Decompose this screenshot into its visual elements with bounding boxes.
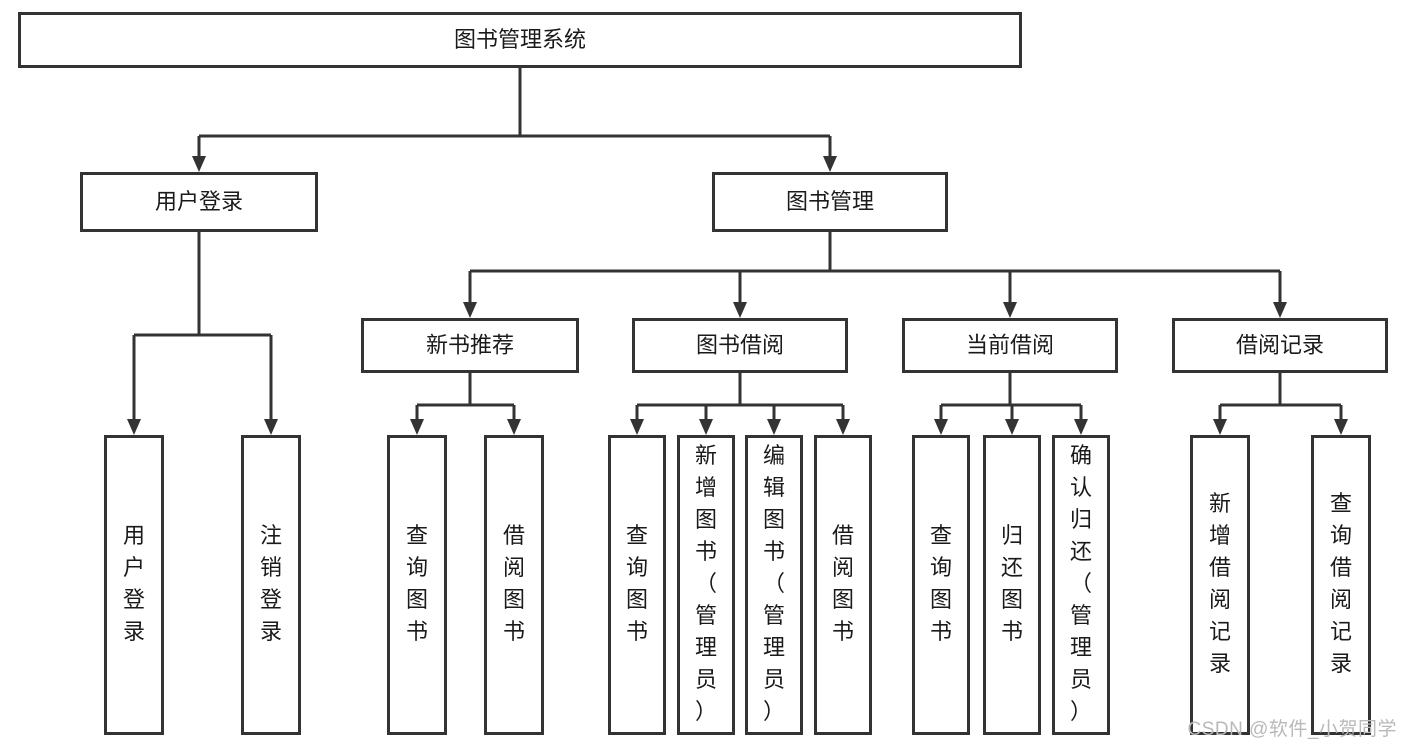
node-leaf-borrow-add[interactable]: 新增图书（管理员） xyxy=(677,435,735,735)
node-box-leaf-rec-query xyxy=(387,435,447,735)
node-leaf-cur-return[interactable]: 归还图书 xyxy=(983,435,1041,735)
node-leaf-borrow-query[interactable]: 查询图书 xyxy=(608,435,666,735)
node-current-borrow[interactable]: 当前借阅 xyxy=(902,318,1118,373)
node-box-leaf-rec-borrow xyxy=(484,435,544,735)
node-box-current-borrow xyxy=(902,318,1118,373)
node-borrow-record[interactable]: 借阅记录 xyxy=(1172,318,1388,373)
connector-group-current_borrow xyxy=(934,373,1088,435)
node-label-user-login: 用户登录 xyxy=(155,189,243,214)
node-label-leaf-cur-confirm: 确认归还（管理员） xyxy=(1070,443,1092,724)
node-label-new-book-rec: 新书推荐 xyxy=(426,332,514,357)
node-label-leaf-cur-return: 归还图书 xyxy=(1001,523,1023,644)
watermark-label: CSDN @软件_小贺同学 xyxy=(1187,719,1397,740)
connector-group-borrow_record xyxy=(1213,373,1348,435)
connector-layer xyxy=(127,68,1348,435)
connector-group-book_borrow xyxy=(630,373,850,435)
node-label-current-borrow: 当前借阅 xyxy=(966,332,1054,357)
node-new-book-rec[interactable]: 新书推荐 xyxy=(361,318,579,373)
node-label-borrow-record: 借阅记录 xyxy=(1236,332,1324,357)
node-user-login[interactable]: 用户登录 xyxy=(80,172,318,232)
node-label-book-manage: 图书管理 xyxy=(786,189,874,214)
node-leaf-cur-query[interactable]: 查询图书 xyxy=(912,435,970,735)
node-label-leaf-rec-query2: 查询借阅记录 xyxy=(1330,491,1352,676)
node-label-leaf-user-login: 用户登录 xyxy=(123,523,145,644)
node-box-leaf-borrow-add xyxy=(677,435,735,735)
node-box-root xyxy=(18,12,1022,68)
node-layer: 图书管理系统用户登录图书管理新书推荐图书借阅当前借阅借阅记录用户登录注销登录查询… xyxy=(18,12,1388,735)
node-root[interactable]: 图书管理系统 xyxy=(18,12,1022,68)
node-label-root: 图书管理系统 xyxy=(454,27,586,52)
connector-group-new_book_rec xyxy=(410,373,521,435)
node-leaf-borrow-edit[interactable]: 编辑图书（管理员） xyxy=(745,435,803,735)
node-label-leaf-borrow-edit: 编辑图书（管理员） xyxy=(763,443,785,724)
node-leaf-cur-confirm[interactable]: 确认归还（管理员） xyxy=(1052,435,1110,735)
node-leaf-borrow-do[interactable]: 借阅图书 xyxy=(814,435,872,735)
node-box-new-book-rec xyxy=(361,318,579,373)
node-box-book-manage xyxy=(712,172,948,232)
node-label-leaf-rec-add: 新增借阅记录 xyxy=(1209,491,1231,676)
node-leaf-rec-query2[interactable]: 查询借阅记录 xyxy=(1311,435,1371,735)
node-box-leaf-cur-confirm xyxy=(1052,435,1110,735)
node-box-leaf-rec-query2 xyxy=(1311,435,1371,735)
node-book-borrow[interactable]: 图书借阅 xyxy=(632,318,848,373)
node-leaf-rec-add[interactable]: 新增借阅记录 xyxy=(1190,435,1250,735)
node-label-leaf-rec-borrow: 借阅图书 xyxy=(503,523,525,644)
node-label-leaf-borrow-add: 新增图书（管理员） xyxy=(695,443,717,724)
node-box-leaf-user-login xyxy=(104,435,164,735)
node-leaf-user-logout[interactable]: 注销登录 xyxy=(241,435,301,735)
node-label-book-borrow: 图书借阅 xyxy=(696,332,784,357)
node-box-leaf-borrow-edit xyxy=(745,435,803,735)
node-label-leaf-borrow-do: 借阅图书 xyxy=(832,523,854,644)
connector-group-book_manage xyxy=(463,232,1287,318)
node-box-borrow-record xyxy=(1172,318,1388,373)
node-label-leaf-borrow-query: 查询图书 xyxy=(626,523,648,644)
node-label-leaf-rec-query: 查询图书 xyxy=(406,523,428,644)
node-leaf-rec-query[interactable]: 查询图书 xyxy=(387,435,447,735)
node-box-leaf-cur-return xyxy=(983,435,1041,735)
node-label-leaf-user-logout: 注销登录 xyxy=(260,523,282,644)
node-label-leaf-cur-query: 查询图书 xyxy=(930,523,952,644)
node-box-leaf-cur-query xyxy=(912,435,970,735)
node-box-book-borrow xyxy=(632,318,848,373)
node-box-leaf-rec-add xyxy=(1190,435,1250,735)
connector-group-root xyxy=(192,68,837,172)
node-leaf-rec-borrow[interactable]: 借阅图书 xyxy=(484,435,544,735)
connector-group-user_login xyxy=(127,232,278,435)
node-box-leaf-user-logout xyxy=(241,435,301,735)
node-book-manage[interactable]: 图书管理 xyxy=(712,172,948,232)
node-box-user-login xyxy=(80,172,318,232)
node-leaf-user-login[interactable]: 用户登录 xyxy=(104,435,164,735)
node-box-leaf-borrow-do xyxy=(814,435,872,735)
node-box-leaf-borrow-query xyxy=(608,435,666,735)
